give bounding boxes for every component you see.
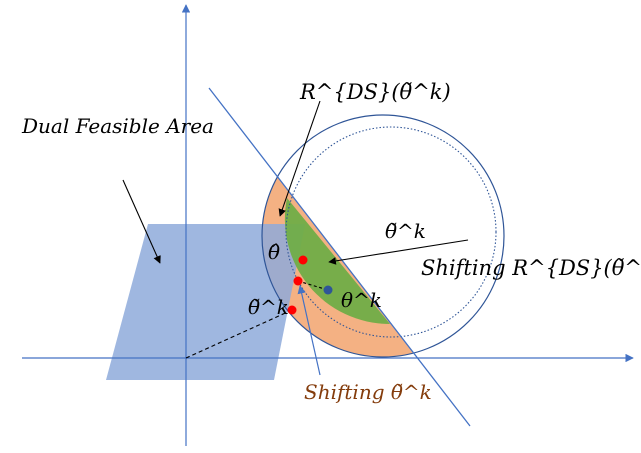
origin-dashed-line: [185, 309, 293, 359]
separating-line: [208, 87, 471, 427]
label-theta-tilde-left: θ̃^k: [248, 295, 289, 319]
arrow-dual-feasible: [122, 179, 161, 264]
label-shifting-theta: Shifting θ̃^k: [304, 380, 432, 404]
arrow-shifting-theta: [297, 285, 321, 376]
label-theta-tilde-circle: θ̃^k: [385, 219, 426, 243]
label-dual-feasible-area: Dual Feasible Area: [21, 114, 214, 138]
label-r-ds: R^{DS}(θ̃^k): [299, 80, 451, 104]
point-theta-tilde: [287, 305, 297, 315]
dotted-circle: [285, 126, 497, 338]
orange-region: [262, 115, 470, 357]
label-shifting-r-ds: Shifting R^{DS}(θ̃^k): [421, 256, 641, 280]
label-theta-hat: θ̂: [268, 240, 280, 264]
arrow-r-ds: [278, 100, 321, 217]
solid-circle: [261, 114, 505, 358]
point-shifted: [293, 276, 303, 286]
arrow-shifting-r-ds: [328, 239, 469, 265]
label-theta-k: θ^k: [341, 288, 382, 312]
point-r-ds: [298, 255, 308, 265]
point-theta-k: [323, 285, 333, 295]
